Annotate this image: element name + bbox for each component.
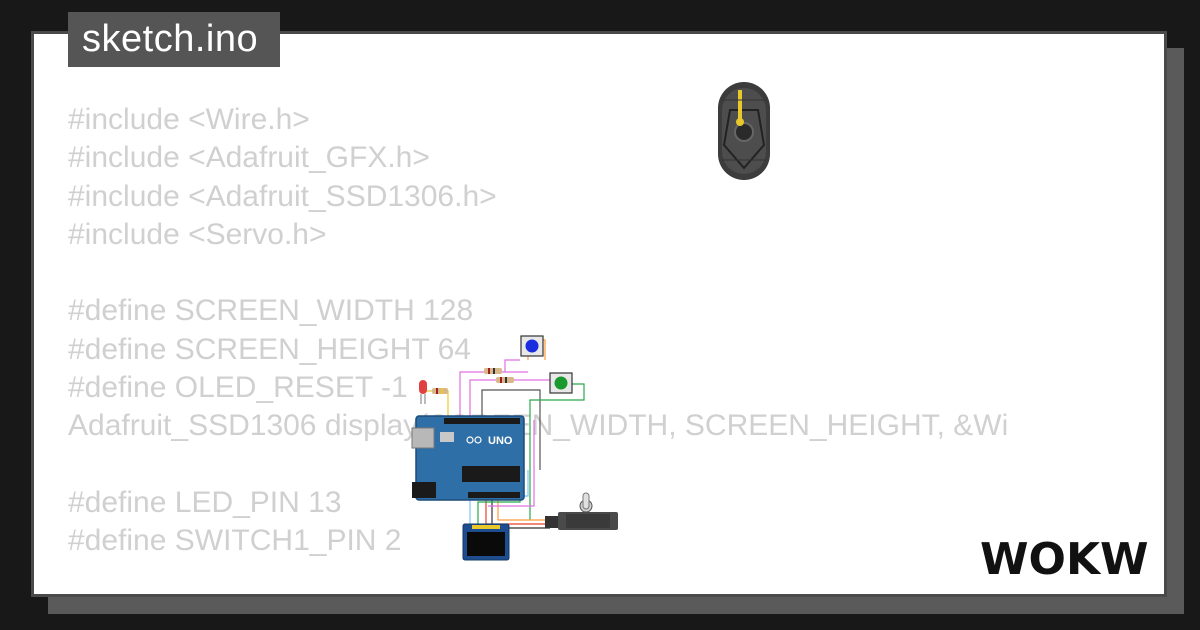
arduino-uno-board[interactable]: UNO [411,415,525,501]
code-line: Adafruit_SSD1306 display(SCREEN_WIDTH, S… [68,409,1009,443]
code-line [68,446,1158,484]
pushbutton-blue[interactable] [520,335,544,357]
wokwi-logo: WOKWi [980,534,1150,582]
preview-card [31,31,1167,597]
potentiometer[interactable] [718,82,770,180]
code-line: #include <Adafruit_GFX.h> [68,141,430,175]
code-preview: #include <Wire.h> #include <Adafruit_GFX… [68,101,1158,571]
servo-motor[interactable] [545,492,618,530]
oled-display[interactable] [462,523,510,561]
code-line: #include <Servo.h> [68,217,327,251]
code-line: #define LED_PIN 13 [68,485,342,519]
board-label: UNO [488,435,513,447]
wokwi-logo-text: WOKWi [980,534,1150,582]
code-line: #define SWITCH1_PIN 2 [68,524,402,558]
sketch-filename: sketch.ino [68,12,281,67]
code-line: #define OLED_RESET -1 [68,371,408,405]
code-line: #include <Adafruit_SSD1306.h> [68,179,497,213]
code-line: #include <Wire.h> [68,103,310,136]
code-line: #define SCREEN_HEIGHT 64 [68,332,471,366]
led-red[interactable] [419,380,427,404]
code-line: #define SCREEN_WIDTH 128 [68,294,474,328]
pushbutton-green[interactable] [549,372,573,394]
code-line [68,254,1158,292]
